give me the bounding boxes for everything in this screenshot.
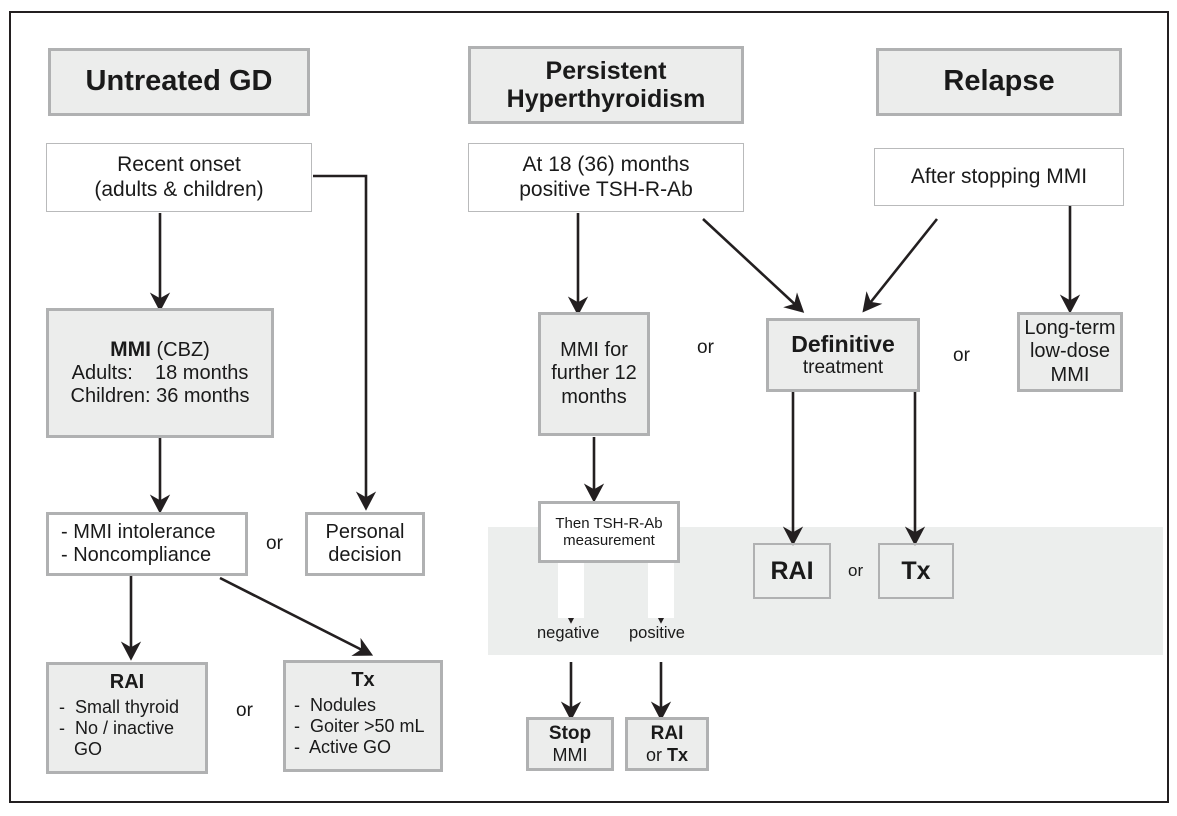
- box-rai-or-tx: RAI or Tx: [625, 717, 709, 771]
- rai-col1-item-1: - No / inactive: [59, 718, 175, 739]
- recent-onset-line2: (adults & children): [94, 177, 264, 201]
- mmi-cbz-rest: (CBZ): [150, 338, 210, 361]
- box-recent-onset: Recent onset (adults & children): [46, 143, 312, 212]
- intolerance-line2: - Noncompliance: [61, 544, 212, 566]
- mmi-further-line1: MMI for: [560, 339, 628, 362]
- or-label-col3-bottom: or: [848, 561, 864, 580]
- box-tx-col1: Tx - Nodules - Goiter >50 mL - Active GO: [283, 660, 443, 772]
- tx-col1-item-1: - Goiter >50 mL: [294, 716, 425, 737]
- header-untreated-gd-label: Untreated GD: [85, 65, 273, 98]
- mmi-further-line2: further 12: [551, 362, 637, 385]
- tx-col1-item-2: - Active GO: [294, 736, 392, 757]
- outer-frame: [9, 11, 1169, 803]
- tx-col1-item-0: - Nodules: [294, 695, 377, 716]
- box-after-stopping-mmi: After stopping MMI: [874, 148, 1124, 206]
- rai-col1-item-2: GO: [59, 738, 103, 759]
- box-mmi-further-12-months: MMI for further 12 months: [538, 312, 650, 436]
- recent-onset-line1: Recent onset: [117, 153, 241, 177]
- intolerance-line1: - MMI intolerance: [61, 520, 216, 543]
- header-untreated-gd: Untreated GD: [48, 48, 310, 116]
- or-label-col3: or: [953, 345, 970, 366]
- rai-or-tx-tx: Tx: [667, 744, 689, 765]
- box-rai-col1: RAI - Small thyroid - No / inactive GO: [46, 662, 208, 774]
- rai-col1-title: RAI: [109, 671, 145, 693]
- rai-col1-item-0: - Small thyroid: [59, 697, 180, 718]
- definitive-bold: Definitive: [791, 330, 895, 357]
- mmi-further-line3: months: [561, 385, 627, 408]
- stop-mmi-bold: Stop: [548, 722, 592, 744]
- box-long-term-low-dose-mmi: Long-term low-dose MMI: [1017, 312, 1123, 392]
- long-term-line2: low-dose: [1029, 340, 1111, 363]
- box-stop-mmi: Stop MMI: [526, 717, 614, 771]
- tx-col1-title: Tx: [351, 669, 375, 691]
- personal-decision-line1: Personal: [325, 520, 405, 543]
- header-relapse: Relapse: [876, 48, 1122, 116]
- rai-or-tx-pre: or: [645, 744, 667, 765]
- box-mmi-intolerance: - MMI intolerance - Noncompliance: [46, 512, 248, 576]
- rai-or-tx-bold: RAI: [650, 722, 684, 744]
- label-negative: negative: [537, 624, 600, 642]
- rai-or-tx-line2: or Tx: [646, 745, 688, 766]
- mmi-cbz-bold: MMI: [110, 337, 151, 361]
- or-label-col1-bottom: or: [236, 700, 253, 721]
- mmi-adults-line: Adults: 18 months: [71, 361, 249, 384]
- rai-col3-label: RAI: [770, 556, 814, 585]
- persistent-line1: Persistent: [545, 57, 667, 85]
- then-measurement-line1: Then TSH-R-Ab: [555, 514, 663, 532]
- persistent-line2: Hyperthyroidism: [506, 85, 706, 113]
- personal-decision-line2: decision: [328, 544, 402, 566]
- after-stopping-label: After stopping MMI: [910, 164, 1088, 188]
- or-label-col1-top: or: [266, 533, 283, 554]
- box-then-tshrab-measurement: Then TSH-R-Ab measurement: [538, 501, 680, 563]
- arrow-mask-positive: [648, 562, 674, 618]
- long-term-line3: MMI: [1050, 363, 1090, 386]
- stop-mmi-line2: MMI: [552, 744, 588, 765]
- at-months-line2: positive TSH-R-Ab: [519, 177, 693, 201]
- box-definitive-treatment: Definitive treatment: [766, 318, 920, 392]
- box-tx-col3: Tx: [878, 543, 954, 599]
- or-label-col2: or: [697, 337, 714, 358]
- header-relapse-label: Relapse: [943, 65, 1055, 98]
- tx-col3-label: Tx: [901, 556, 931, 585]
- long-term-line1: Long-term: [1024, 317, 1116, 340]
- definitive-line2: treatment: [802, 357, 884, 379]
- then-measurement-line2: measurement: [563, 532, 655, 549]
- mmi-children-line: Children: 36 months: [70, 385, 250, 408]
- header-persistent-hyperthyroidism: Persistent Hyperthyroidism: [468, 46, 744, 124]
- mmi-cbz-title: MMI (CBZ): [110, 338, 210, 362]
- box-at-18-36-months: At 18 (36) months positive TSH-R-Ab: [468, 143, 744, 212]
- box-rai-col3: RAI: [753, 543, 831, 599]
- arrow-mask-negative: [558, 562, 584, 618]
- box-personal-decision: Personal decision: [305, 512, 425, 576]
- box-mmi-cbz: MMI (CBZ) Adults: 18 months Children: 36…: [46, 308, 274, 438]
- at-months-line1: At 18 (36) months: [522, 153, 690, 177]
- label-positive: positive: [629, 624, 685, 642]
